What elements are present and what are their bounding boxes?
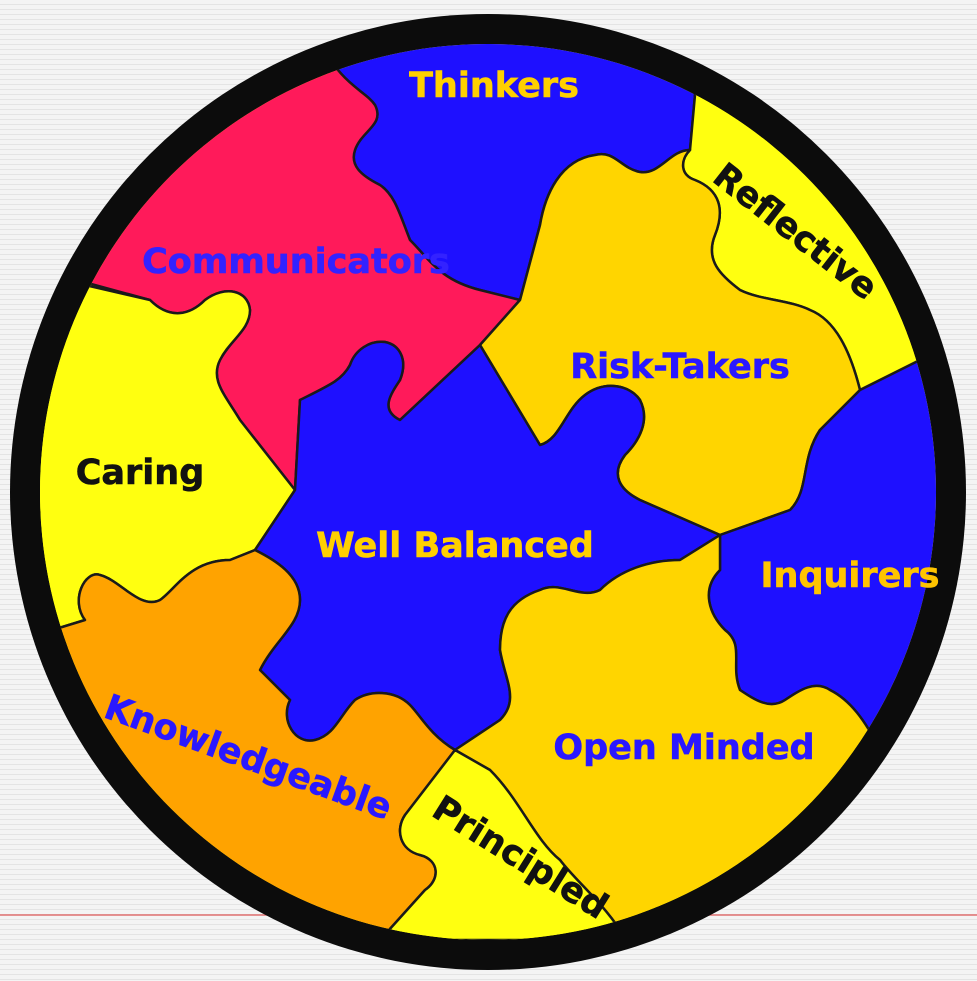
label-inquirers: Inquirers (761, 556, 940, 596)
label-caring: Caring (76, 453, 205, 493)
label-well-balanced: Well Balanced (316, 526, 594, 566)
label-risk-takers: Risk-Takers (570, 347, 790, 387)
label-communicators: Communicators (142, 242, 450, 282)
label-thinkers: Thinkers (409, 66, 579, 106)
label-open-minded: Open Minded (553, 728, 814, 768)
